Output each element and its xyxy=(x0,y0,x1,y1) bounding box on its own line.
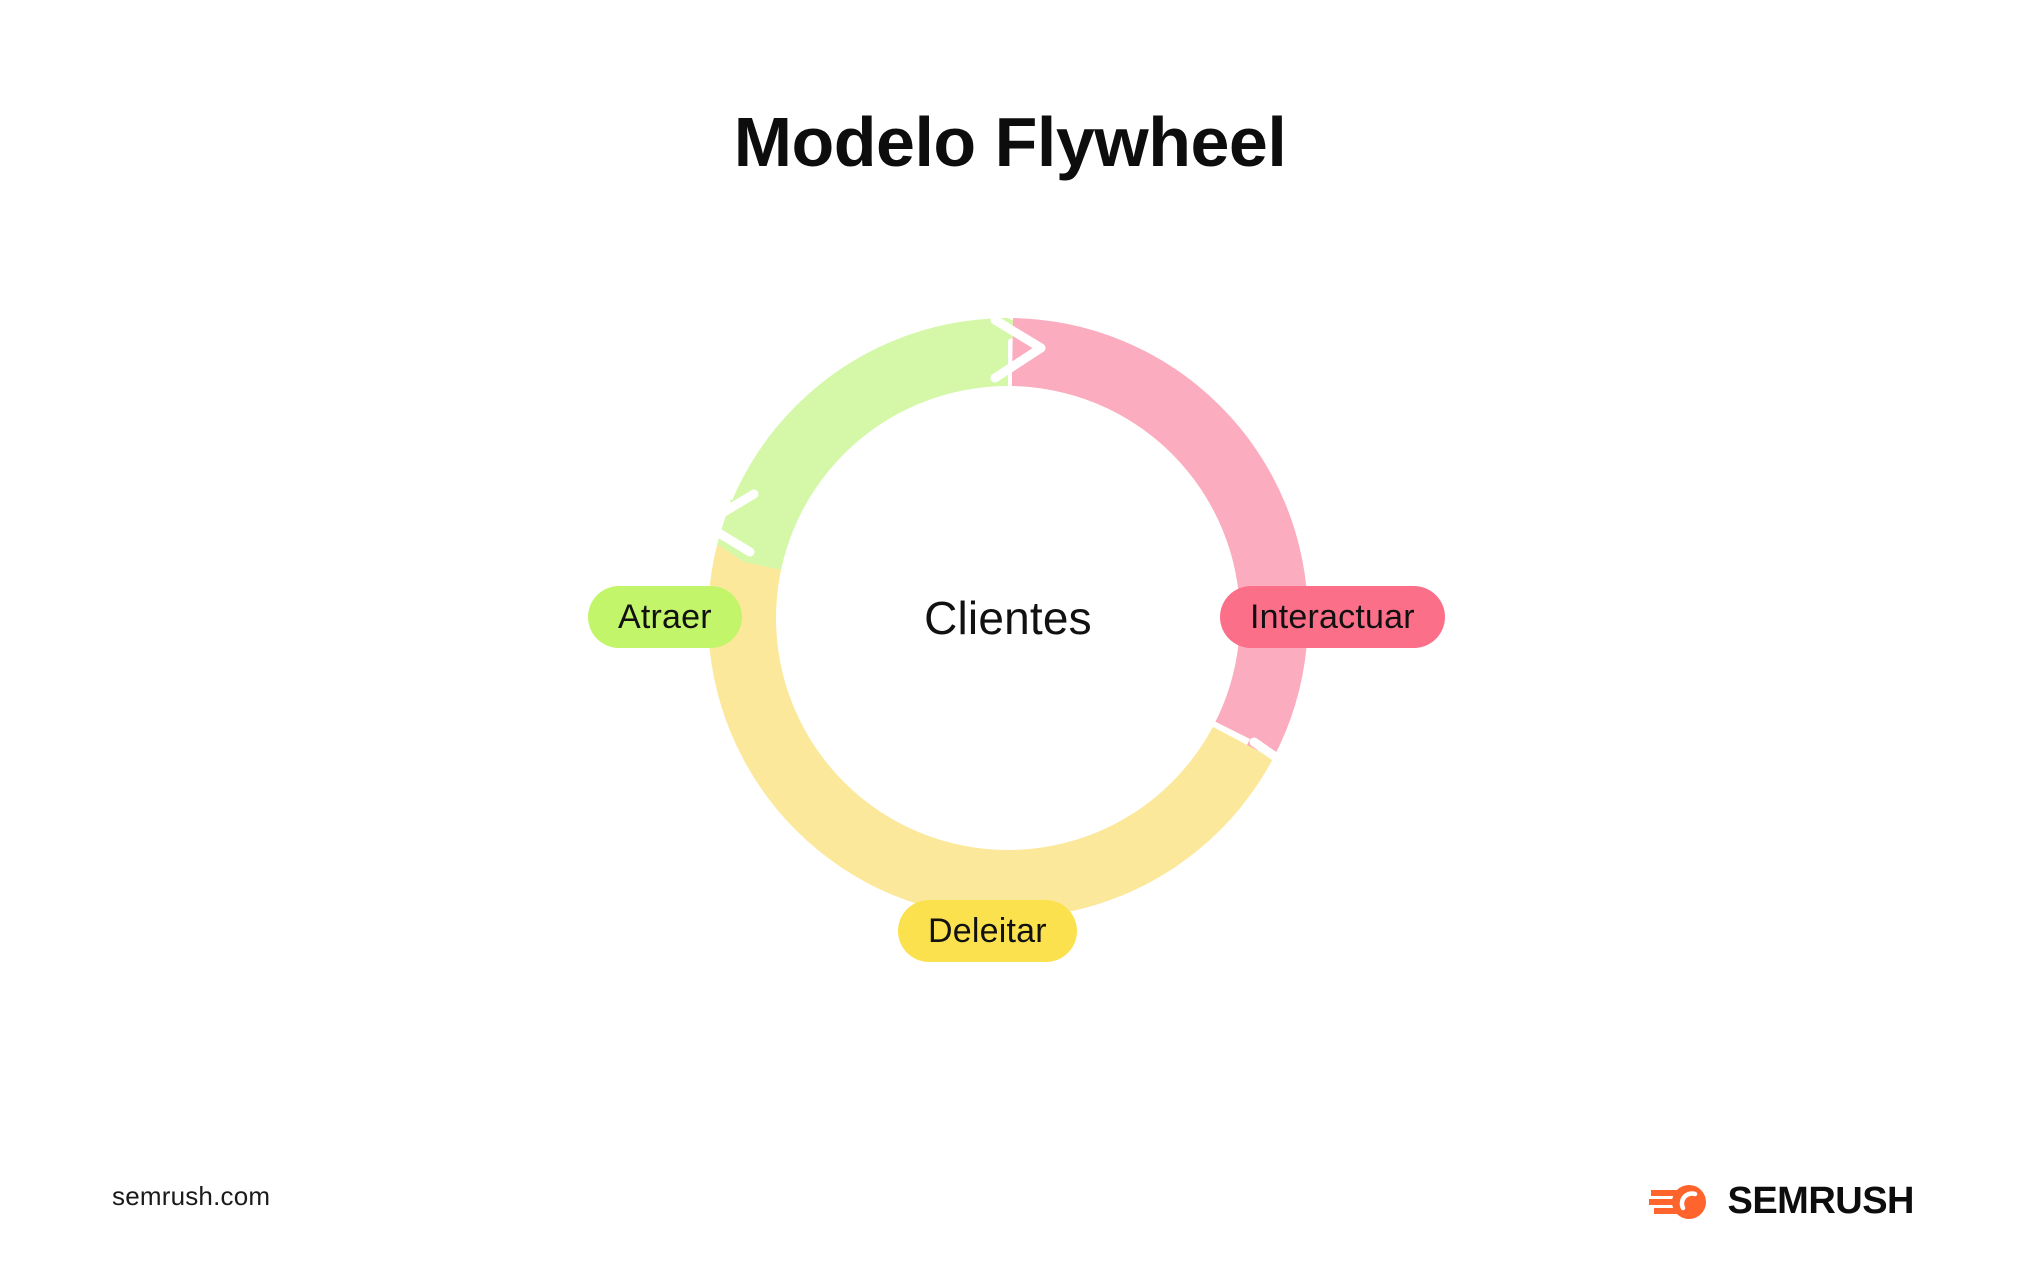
flywheel-center-label: Clientes xyxy=(924,592,1092,644)
arc-joint-separators xyxy=(699,315,1305,815)
flywheel-pill-engage-label: Interactuar xyxy=(1250,597,1415,636)
semrush-comet-icon xyxy=(1649,1185,1707,1219)
footer-source-url: semrush.com xyxy=(112,1181,271,1211)
arc-wedge-engage xyxy=(1008,258,1368,780)
semrush-wordmark: SEMRUSH xyxy=(1727,1180,1914,1222)
arc-wedge-delight xyxy=(648,530,1368,978)
page-title: Modelo Flywheel xyxy=(733,103,1287,181)
semrush-logo: SEMRUSH xyxy=(1649,1178,1914,1224)
flywheel-pill-attract-label: Atraer xyxy=(618,597,712,636)
flywheel-pill-engage[interactable]: Interactuar xyxy=(1220,586,1445,648)
flywheel-diagram: Clientes Atraer Interactuar Deleitar xyxy=(588,258,1445,978)
flywheel-pill-attract[interactable]: Atraer xyxy=(588,586,742,648)
flywheel-pill-delight-label: Deleitar xyxy=(928,911,1047,950)
arc-wedge-attract xyxy=(648,258,1056,618)
flywheel-pill-delight[interactable]: Deleitar xyxy=(898,900,1077,962)
flywheel-ring-overlay xyxy=(648,258,1368,978)
